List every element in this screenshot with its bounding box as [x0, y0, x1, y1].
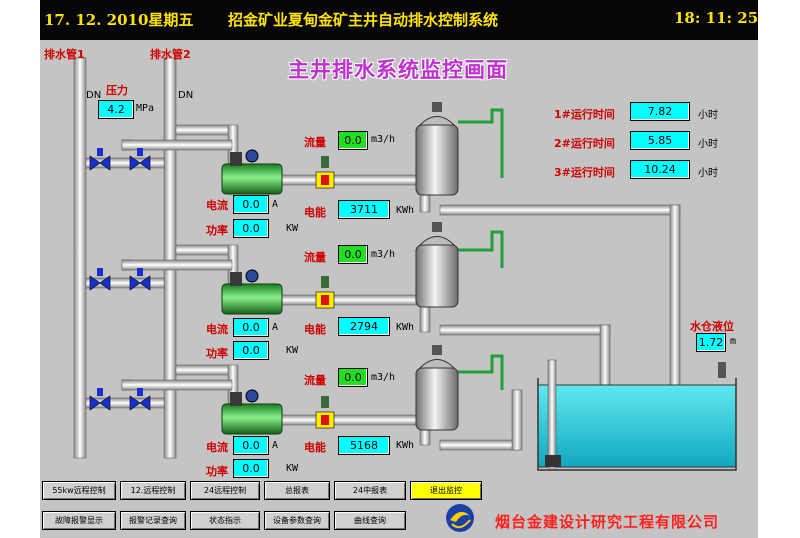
- water-level-unit: m: [730, 336, 737, 347]
- btn-24-mid-report[interactable]: 24中报表: [334, 481, 406, 500]
- pump1-power-label: 功率: [206, 224, 228, 237]
- btn-24-remote[interactable]: 24远程控制: [190, 481, 260, 500]
- pump1-power-value: 0.0: [233, 219, 269, 238]
- pressure-value: 4.2: [98, 100, 134, 119]
- water-level-value: 1.72: [696, 333, 726, 352]
- pressure-label: 压力: [106, 84, 128, 97]
- pipe2-dn-label: DN: [178, 90, 194, 101]
- pump2-energy-label: 电能: [304, 323, 326, 336]
- btn-12-remote[interactable]: 12.远程控制: [120, 481, 186, 500]
- pump3-current-label: 电流: [206, 441, 228, 454]
- pump2-current-label: 电流: [206, 323, 228, 336]
- pump3-power-label: 功率: [206, 465, 228, 478]
- pump3-flow-unit: m3/h: [371, 372, 396, 383]
- btn-55kw-remote[interactable]: 55kw远程控制: [42, 481, 116, 500]
- pump2-current-unit: A: [272, 322, 279, 333]
- runtime2-value: 5.85: [630, 131, 690, 150]
- pump1-energy-value: 3711: [338, 200, 390, 219]
- pump1-flow-value: 0.0: [338, 131, 368, 150]
- pump2-power-value: 0.0: [233, 341, 269, 360]
- pump3-power-unit: KW: [286, 463, 299, 474]
- pump1-current-value: 0.0: [233, 195, 269, 214]
- pump3-flow-value: 0.0: [338, 368, 368, 387]
- pump1-flow-label: 流量: [304, 136, 326, 149]
- pipe2-label: 排水管2: [150, 48, 191, 61]
- btn-device-params[interactable]: 设备参数查询: [264, 511, 330, 530]
- system-title: 招金矿业夏甸金矿主井自动排水控制系统: [228, 11, 499, 29]
- pump3-energy-value: 5168: [338, 436, 390, 455]
- pump2-flow-value: 0.0: [338, 245, 368, 264]
- title-bar: 17. 12. 2010星期五 招金矿业夏甸金矿主井自动排水控制系统 18: 1…: [40, 0, 758, 40]
- pipe1-dn-label: DN: [86, 90, 102, 101]
- water-level-label: 水仓液位: [690, 320, 734, 333]
- pump1-current-label: 电流: [206, 199, 228, 212]
- pump3-power-value: 0.0: [233, 459, 269, 478]
- pump3-energy-label: 电能: [304, 441, 326, 454]
- pump3-flow-label: 流量: [304, 374, 326, 387]
- runtime2-label: 2#运行时间: [554, 137, 615, 150]
- hmi-screen: 17. 12. 2010星期五 招金矿业夏甸金矿主井自动排水控制系统 18: 1…: [40, 0, 758, 538]
- pump1-current-unit: A: [272, 199, 279, 210]
- btn-exit-monitor[interactable]: 退出监控: [410, 481, 482, 500]
- btn-alarm-log[interactable]: 报警记录查询: [120, 511, 186, 530]
- runtime3-label: 3#运行时间: [554, 166, 615, 179]
- btn-total-report[interactable]: 总报表: [264, 481, 330, 500]
- runtime3-unit: 小时: [698, 168, 718, 179]
- pump2-energy-value: 2794: [338, 317, 390, 336]
- pipe1-label: 排水管1: [44, 48, 85, 61]
- pump2-flow-unit: m3/h: [371, 249, 396, 260]
- pump2-current-value: 0.0: [233, 318, 269, 337]
- btn-curve-query[interactable]: 曲线查询: [334, 511, 406, 530]
- runtime3-value: 10.24: [630, 160, 690, 179]
- datetime-text: 17. 12. 2010星期五: [44, 11, 194, 29]
- clock-text: 18: 11: 25: [674, 9, 758, 27]
- pump3-current-value: 0.0: [233, 436, 269, 455]
- runtime1-unit: 小时: [698, 110, 718, 121]
- button-bar: 55kw远程控制 12.远程控制 24远程控制 总报表 24中报表 退出监控 故…: [40, 478, 758, 538]
- pump3-energy-unit: KWh: [396, 440, 415, 451]
- pump2-flow-label: 流量: [304, 251, 326, 264]
- runtime1-value: 7.82: [630, 102, 690, 121]
- btn-status[interactable]: 状态指示: [190, 511, 260, 530]
- pump3-current-unit: A: [272, 440, 279, 451]
- company-logo-icon: [446, 504, 474, 532]
- pump1-energy-unit: KWh: [396, 205, 415, 216]
- pressure-unit: MPa: [136, 103, 155, 114]
- pump1-power-unit: KW: [286, 223, 299, 234]
- pump1-energy-label: 电能: [304, 206, 326, 219]
- runtime2-unit: 小时: [698, 139, 718, 150]
- view-title: 主井排水系统监控画面: [288, 58, 508, 82]
- btn-fault-alarm[interactable]: 故障报警显示: [42, 511, 116, 530]
- pump1-flow-unit: m3/h: [371, 134, 396, 145]
- pump2-power-unit: KW: [286, 345, 299, 356]
- pump2-energy-unit: KWh: [396, 322, 415, 333]
- runtime1-label: 1#运行时间: [554, 108, 615, 121]
- process-diagram: [73, 57, 737, 471]
- company-name: 烟台金建设计研究工程有限公司: [495, 513, 720, 531]
- pump2-power-label: 功率: [206, 347, 228, 360]
